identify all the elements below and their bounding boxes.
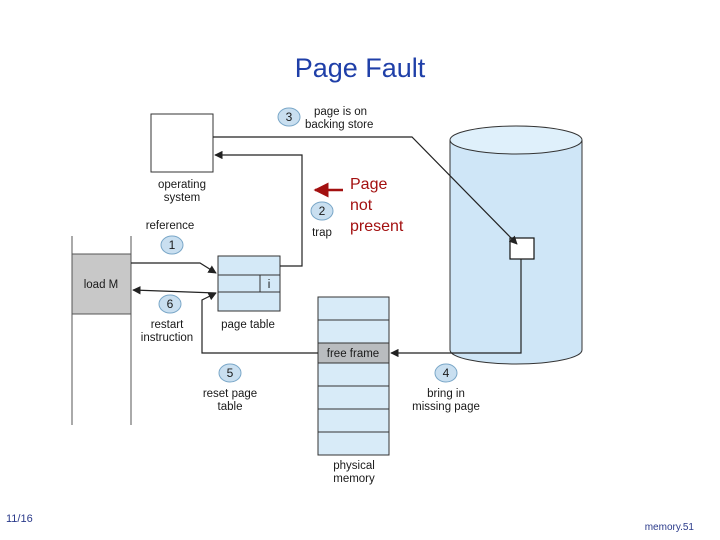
- step-3-badge: 3: [277, 107, 301, 127]
- bring-in-label-2: missing page: [412, 401, 480, 413]
- step-2-number: 2: [319, 204, 326, 218]
- operating-system-label-1: operating: [158, 179, 206, 191]
- slide-title: Page Fault: [294, 53, 426, 83]
- trap-label: trap: [312, 227, 332, 239]
- operating-system-label-2: system: [164, 192, 200, 204]
- reset-label-1: reset page: [203, 388, 257, 400]
- page-table: [217, 255, 281, 312]
- slide-date: 11/16: [6, 513, 33, 525]
- arrow-restart: [132, 286, 217, 295]
- reset-label-2: table: [218, 401, 243, 413]
- arrow-backing-store: [213, 136, 518, 245]
- step-5-number: 5: [227, 366, 234, 380]
- arrow-trap: [214, 150, 303, 267]
- arrow-reset: [201, 292, 318, 354]
- physical-memory-label-1: physical: [333, 460, 375, 472]
- step-1-number: 1: [169, 238, 176, 252]
- backing-store-label-1: page is on: [314, 106, 367, 118]
- step-5-badge: 5: [218, 363, 242, 383]
- page-not-present-3: present: [350, 218, 404, 235]
- physical-memory-label-2: memory: [333, 473, 375, 485]
- operating-system-box: [150, 113, 214, 173]
- page-table-label: page table: [221, 319, 275, 331]
- page-not-present-1: Page: [350, 176, 387, 193]
- slide-footer: memory.51: [644, 522, 694, 533]
- step-3-number: 3: [286, 110, 293, 124]
- load-instruction-box: [71, 253, 132, 315]
- arrow-bring-in: [390, 259, 522, 358]
- step-1-badge: 1: [160, 235, 184, 255]
- step-4-number: 4: [443, 366, 450, 380]
- step-6-number: 6: [167, 297, 174, 311]
- bring-in-label-1: bring in: [427, 388, 465, 400]
- arrow-reference: [131, 262, 217, 274]
- invalid-bit-label: i: [268, 279, 271, 291]
- load-instruction-label: load M: [84, 279, 119, 291]
- physical-memory: [317, 296, 390, 456]
- page-not-present-2: not: [350, 197, 373, 214]
- step-6-badge: 6: [158, 294, 182, 314]
- step-4-badge: 4: [434, 363, 458, 383]
- restart-label-2: instruction: [141, 332, 193, 344]
- backing-store-label-2: backing store: [305, 119, 373, 131]
- step-2-badge: 2: [310, 201, 334, 221]
- free-frame-label: free frame: [327, 348, 379, 360]
- restart-label-1: restart: [151, 319, 184, 331]
- reference-label: reference: [146, 220, 195, 232]
